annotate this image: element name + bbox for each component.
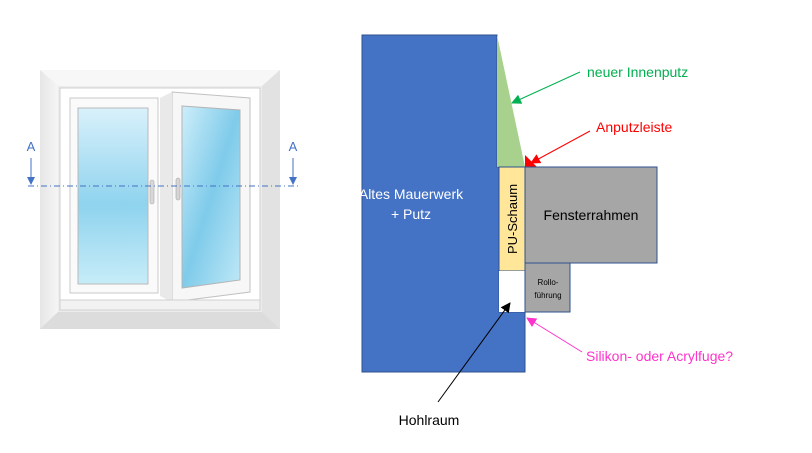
foam-label: PU-Schaum: [505, 184, 520, 254]
new-plaster-arrow: [511, 71, 581, 104]
frame-label: Fensterrahmen: [544, 207, 639, 223]
sash-edge: [160, 92, 172, 302]
cavity-callout: Hohlraum: [399, 412, 460, 428]
reveal-bottom: [40, 312, 280, 329]
section-marker-left: A: [27, 139, 36, 154]
roller-guide-label-line1: Rollo-: [538, 278, 559, 287]
plaster-strip-callout: Anputzleiste: [596, 119, 672, 135]
left-glass: [77, 107, 149, 285]
roller-guide: [524, 262, 571, 313]
section-marker-right: A: [289, 139, 298, 154]
reveal-top: [40, 70, 280, 86]
reveal-left: [40, 70, 58, 329]
joint-callout: Silikon- oder Acrylfuge?: [586, 348, 733, 364]
window-illustration: A A: [27, 70, 298, 329]
right-glass: [181, 105, 241, 289]
roller-guide-label-line2: führung: [534, 291, 561, 300]
new-plaster: [497, 35, 525, 167]
window-sill: [59, 299, 261, 311]
new-plaster-callout: neuer Innenputz: [587, 64, 688, 80]
callouts: neuer Innenputz Anputzleiste Silikon- od…: [399, 64, 734, 428]
cavity-arrow: [437, 302, 511, 403]
wall-label-line2: + Putz: [391, 206, 431, 222]
joint-arrow: [526, 317, 583, 353]
left-handle: [149, 179, 155, 205]
cavity: [499, 271, 525, 312]
reveal-right: [262, 70, 280, 329]
window-frame-section: [524, 166, 658, 264]
plaster-strip-arrow: [530, 130, 591, 164]
right-handle: [175, 177, 181, 201]
wall-label-line1: Altes Mauerwerk: [359, 186, 464, 202]
cross-section: Altes Mauerwerk + Putz PU-Schaum Fenster…: [359, 34, 658, 373]
